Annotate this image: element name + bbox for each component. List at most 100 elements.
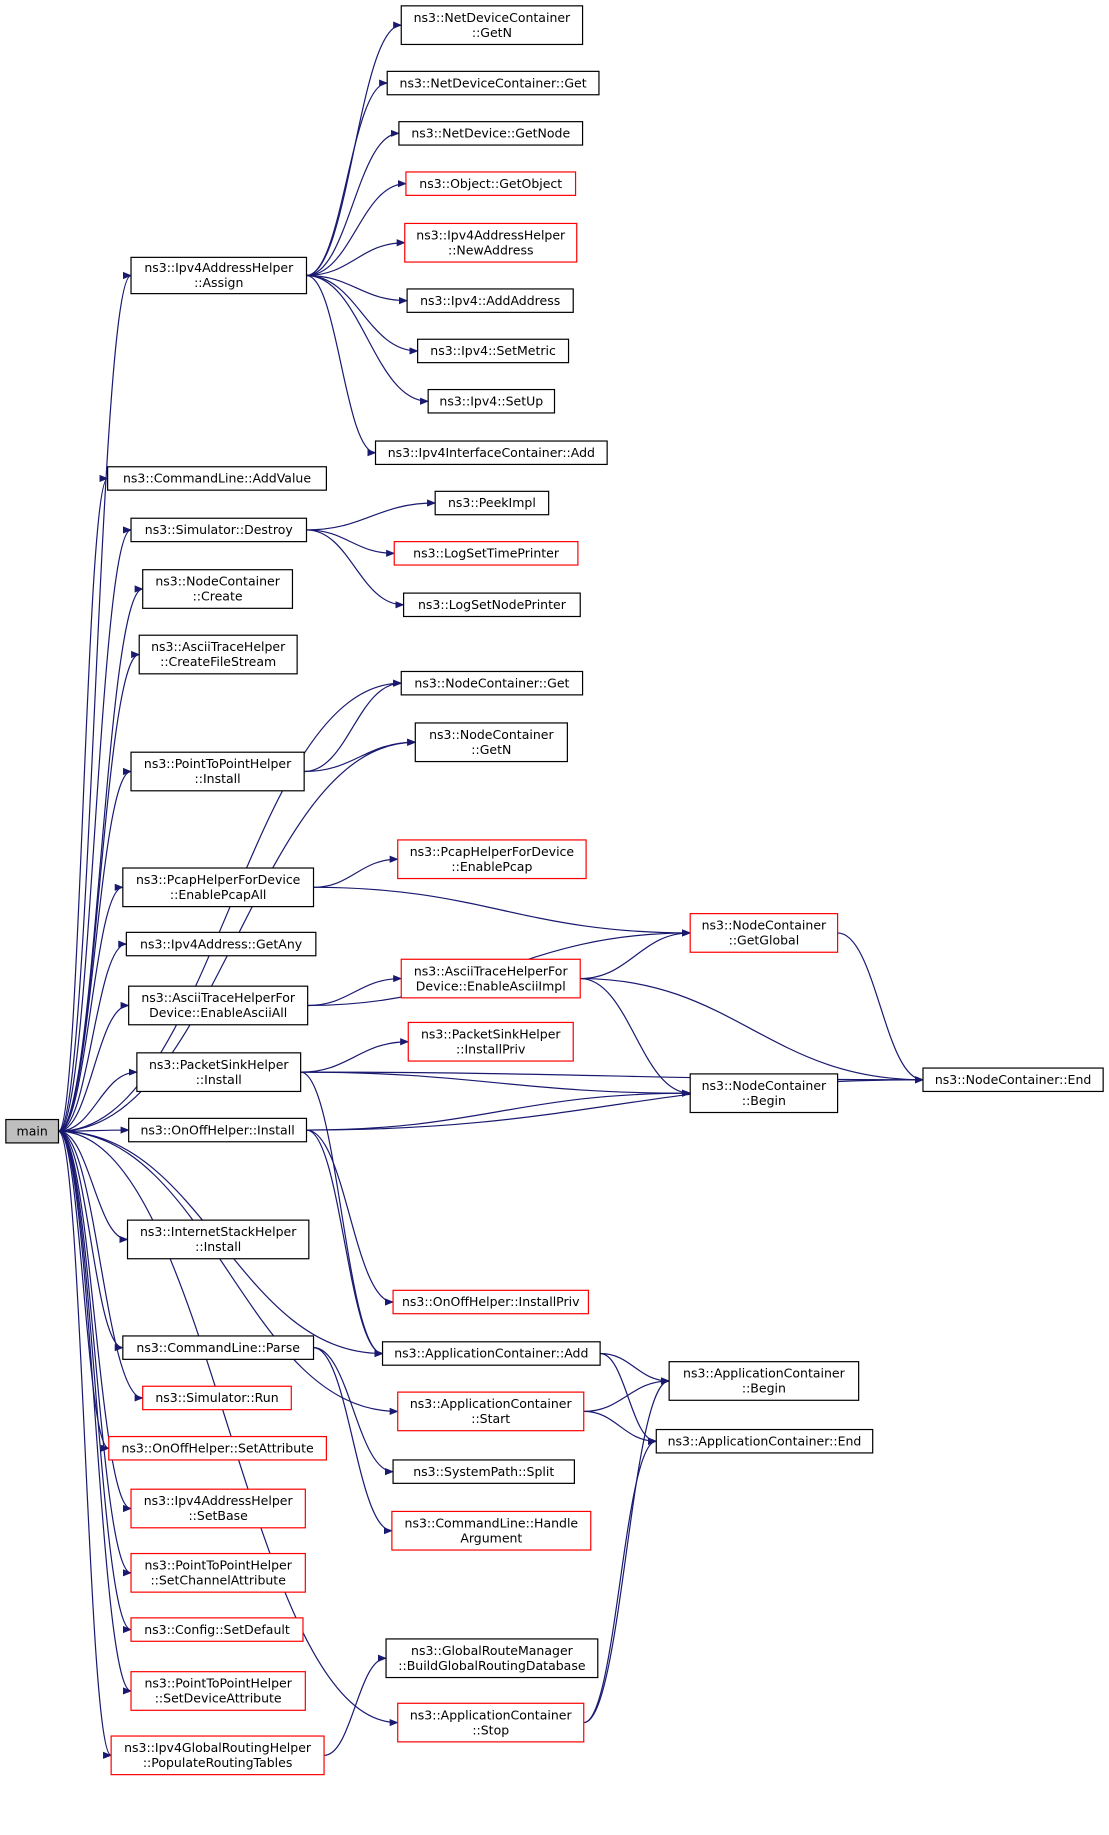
node-box[interactable]	[136, 1052, 302, 1093]
node-box[interactable]	[393, 541, 579, 566]
node-box[interactable]	[400, 5, 584, 46]
node-box[interactable]	[130, 1552, 306, 1593]
node-box[interactable]	[392, 1459, 575, 1484]
node-logsettimeprinter[interactable]: ns3::LogSetTimePrinter	[393, 541, 579, 566]
node-box[interactable]	[122, 1335, 315, 1360]
node-box[interactable]	[130, 256, 308, 295]
node-ish_install[interactable]: ns3::InternetStackHelper::Install	[126, 1219, 310, 1260]
node-box[interactable]	[400, 958, 581, 999]
node-box[interactable]	[385, 1638, 599, 1679]
node-box[interactable]	[110, 1735, 325, 1776]
node-box[interactable]	[130, 517, 308, 543]
node-nc_end[interactable]: ns3::NodeContainer::End	[922, 1067, 1104, 1093]
node-nc_begin[interactable]: ns3::NodeContainer::Begin	[689, 1073, 839, 1114]
node-box[interactable]	[417, 338, 570, 364]
node-sp_split[interactable]: ns3::SystemPath::Split	[392, 1459, 575, 1484]
node-box[interactable]	[407, 1021, 574, 1062]
node-ipv4_setup[interactable]: ns3::Ipv4::SetUp	[427, 388, 556, 414]
node-ac_begin[interactable]: ns3::ApplicationContainer::Begin	[668, 1361, 860, 1401]
node-ndc_get[interactable]: ns3::NetDeviceContainer::Get	[386, 70, 600, 96]
node-box[interactable]	[130, 1671, 306, 1711]
node-box[interactable]	[655, 1428, 874, 1454]
node-box[interactable]	[381, 1341, 601, 1366]
node-box[interactable]	[689, 913, 839, 953]
node-box[interactable]	[108, 1435, 327, 1461]
node-box[interactable]	[128, 1117, 308, 1143]
node-nc_create[interactable]: ns3::NodeContainer::Create	[142, 569, 294, 609]
node-ipv4ah_newaddr[interactable]: ns3::Ipv4AddressHelper::NewAddress	[404, 222, 578, 263]
node-ac_start[interactable]: ns3::ApplicationContainer::Start	[397, 1391, 585, 1432]
node-box[interactable]	[434, 490, 550, 516]
node-ac_end[interactable]: ns3::ApplicationContainer::End	[655, 1428, 874, 1454]
node-peekimpl[interactable]: ns3::PeekImpl	[434, 490, 550, 516]
node-box[interactable]	[405, 171, 577, 196]
node-box[interactable]	[126, 1219, 310, 1260]
node-athd_enableall[interactable]: ns3::AsciiTraceHelperForDevice::EnableAs…	[128, 985, 309, 1026]
node-ipv4addr_getany[interactable]: ns3::Ipv4Address::GetAny	[125, 931, 317, 957]
node-box[interactable]	[122, 867, 315, 908]
node-ac_add[interactable]: ns3::ApplicationContainer::Add	[381, 1341, 601, 1366]
node-box[interactable]	[5, 1118, 60, 1144]
node-box[interactable]	[125, 931, 317, 957]
node-nc_getglobal[interactable]: ns3::NodeContainer::GetGlobal	[689, 913, 839, 953]
node-box[interactable]	[392, 1289, 590, 1315]
node-box[interactable]	[142, 1385, 292, 1411]
node-box[interactable]	[130, 751, 305, 792]
node-cl_parse[interactable]: ns3::CommandLine::Parse	[122, 1335, 315, 1360]
node-box[interactable]	[142, 569, 294, 609]
node-p2p_install[interactable]: ns3::PointToPointHelper::Install	[130, 751, 305, 792]
node-athd_enableimpl[interactable]: ns3::AsciiTraceHelperForDevice::EnableAs…	[400, 958, 581, 999]
node-box[interactable]	[130, 1617, 304, 1642]
node-ipv4_setmetric[interactable]: ns3::Ipv4::SetMetric	[417, 338, 570, 364]
node-box[interactable]	[668, 1361, 860, 1401]
node-box[interactable]	[397, 1391, 585, 1432]
node-config_setdefault[interactable]: ns3::Config::SetDefault	[130, 1617, 304, 1642]
node-box[interactable]	[689, 1073, 839, 1114]
node-ac_stop[interactable]: ns3::ApplicationContainer::Stop	[397, 1702, 585, 1743]
node-ipv4ah_assign[interactable]: ns3::Ipv4AddressHelper::Assign	[130, 256, 308, 295]
node-box[interactable]	[427, 388, 556, 414]
node-box[interactable]	[386, 70, 600, 96]
node-ndc_getn[interactable]: ns3::NetDeviceContainer::GetN	[400, 5, 584, 46]
node-onoff_install[interactable]: ns3::OnOffHelper::Install	[128, 1117, 308, 1143]
node-psh_installpriv[interactable]: ns3::PacketSinkHelper::InstallPriv	[407, 1021, 574, 1062]
node-psh_install[interactable]: ns3::PacketSinkHelper::Install	[136, 1052, 302, 1093]
node-box[interactable]	[138, 634, 298, 675]
node-logsetnodeprinter[interactable]: ns3::LogSetNodePrinter	[402, 592, 581, 618]
node-pcap_enablepcap[interactable]: ns3::PcapHelperForDevice::EnablePcap	[397, 839, 587, 880]
node-cl_addvalue[interactable]: ns3::CommandLine::AddValue	[107, 466, 327, 491]
node-grm_build[interactable]: ns3::GlobalRouteManager::BuildGlobalRout…	[385, 1638, 599, 1679]
node-box[interactable]	[128, 985, 309, 1026]
node-ath_createfs[interactable]: ns3::AsciiTraceHelper::CreateFileStream	[138, 634, 298, 675]
node-box[interactable]	[397, 839, 587, 880]
node-box[interactable]	[404, 222, 578, 263]
node-sim_destroy[interactable]: ns3::Simulator::Destroy	[130, 517, 308, 543]
node-pcap_enableall[interactable]: ns3::PcapHelperForDevice::EnablePcapAll	[122, 867, 315, 908]
node-box[interactable]	[398, 121, 584, 146]
node-nd_getnode[interactable]: ns3::NetDevice::GetNode	[398, 121, 584, 146]
node-obj_getobject[interactable]: ns3::Object::GetObject	[405, 171, 577, 196]
node-box[interactable]	[922, 1067, 1104, 1093]
node-ipv4ic_add[interactable]: ns3::Ipv4InterfaceContainer::Add	[374, 440, 608, 466]
node-box[interactable]	[107, 466, 327, 491]
node-p2p_setdevattr[interactable]: ns3::PointToPointHelper::SetDeviceAttrib…	[130, 1671, 306, 1711]
node-box[interactable]	[414, 722, 568, 763]
node-box[interactable]	[402, 592, 581, 618]
node-main[interactable]: main	[5, 1118, 60, 1144]
node-onoff_setattr[interactable]: ns3::OnOffHelper::SetAttribute	[108, 1435, 327, 1461]
node-box[interactable]	[397, 1702, 585, 1743]
node-ipv4grh_populate[interactable]: ns3::Ipv4GlobalRoutingHelper::PopulateRo…	[110, 1735, 325, 1776]
node-nc_get[interactable]: ns3::NodeContainer::Get	[400, 670, 584, 696]
node-nc_getn[interactable]: ns3::NodeContainer::GetN	[414, 722, 568, 763]
node-onoff_installpriv[interactable]: ns3::OnOffHelper::InstallPriv	[392, 1289, 590, 1315]
node-box[interactable]	[130, 1488, 306, 1529]
node-p2p_setchattr[interactable]: ns3::PointToPointHelper::SetChannelAttri…	[130, 1552, 306, 1593]
node-ipv4ah_setbase[interactable]: ns3::Ipv4AddressHelper::SetBase	[130, 1488, 306, 1529]
node-box[interactable]	[374, 440, 608, 466]
node-box[interactable]	[391, 1510, 592, 1551]
node-box[interactable]	[406, 288, 574, 313]
node-box[interactable]	[400, 670, 584, 696]
node-ipv4_addaddress[interactable]: ns3::Ipv4::AddAddress	[406, 288, 574, 313]
node-sim_run[interactable]: ns3::Simulator::Run	[142, 1385, 292, 1411]
